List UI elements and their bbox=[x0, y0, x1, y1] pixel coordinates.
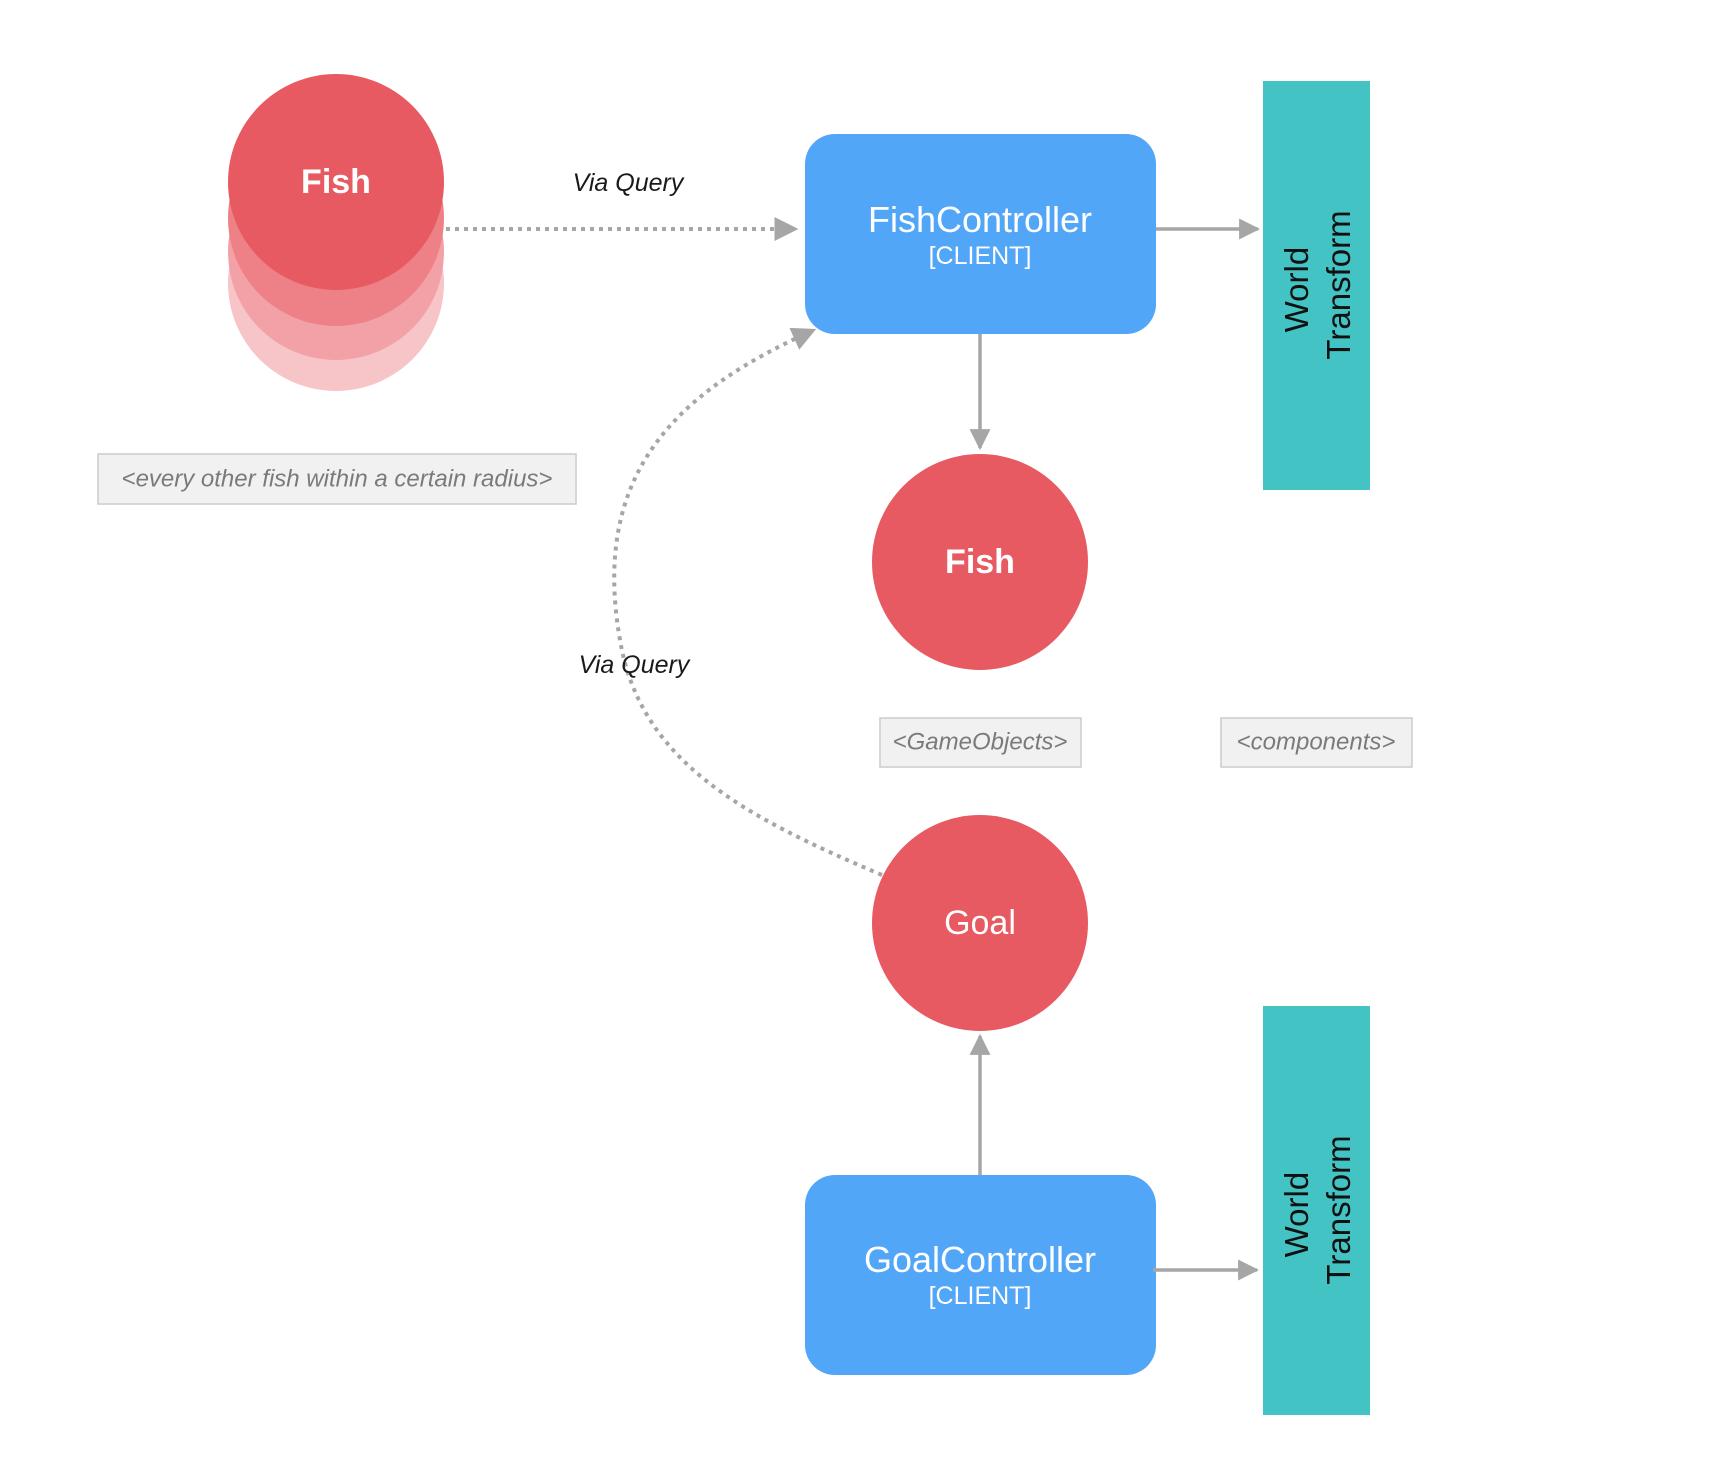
components-note-text: <components> bbox=[1237, 729, 1396, 756]
fish-world-transform: World Transform bbox=[1263, 81, 1370, 490]
goal-node-label: Goal bbox=[944, 904, 1016, 942]
fish-group: Fish bbox=[228, 74, 444, 391]
gameobjects-note-text: <GameObjects> bbox=[893, 729, 1068, 756]
fish-world-transform-line1: World bbox=[1278, 247, 1315, 333]
fish-controller-tag: [CLIENT] bbox=[929, 242, 1032, 270]
components-note: <components> bbox=[1220, 717, 1413, 768]
goal-query-arrow bbox=[612, 327, 883, 877]
gameobjects-note: <GameObjects> bbox=[879, 717, 1082, 768]
fish-group-front bbox=[228, 74, 444, 290]
fish-query-label: Via Query bbox=[573, 169, 685, 197]
goal-controller-tag: [CLIENT] bbox=[929, 1282, 1032, 1310]
goal-node: Goal bbox=[872, 815, 1088, 1031]
fish-world-transform-line2: Transform bbox=[1320, 210, 1357, 359]
goal-controller-box: GoalController [CLIENT] bbox=[805, 1175, 1156, 1375]
goal-world-transform-line2: Transform bbox=[1320, 1135, 1357, 1284]
goal-world-transform-line1: World bbox=[1278, 1172, 1315, 1258]
fish-radius-note: <every other fish within a certain radiu… bbox=[97, 453, 577, 505]
goal-query-label: Via Query bbox=[579, 651, 691, 679]
fish-node-label: Fish bbox=[945, 543, 1015, 581]
goal-controller-name: GoalController bbox=[864, 1239, 1096, 1280]
fish-radius-note-text: <every other fish within a certain radiu… bbox=[122, 466, 553, 493]
fish-controller-name: FishController bbox=[868, 199, 1092, 240]
goal-world-transform: World Transform bbox=[1263, 1006, 1370, 1415]
goal-world-transform-label: World Transform bbox=[1278, 1135, 1357, 1284]
fish-node: Fish bbox=[872, 454, 1088, 670]
fish-controller-box: FishController [CLIENT] bbox=[805, 134, 1156, 334]
fish-world-transform-label: World Transform bbox=[1278, 210, 1357, 359]
fish-group-label: Fish bbox=[301, 163, 371, 201]
